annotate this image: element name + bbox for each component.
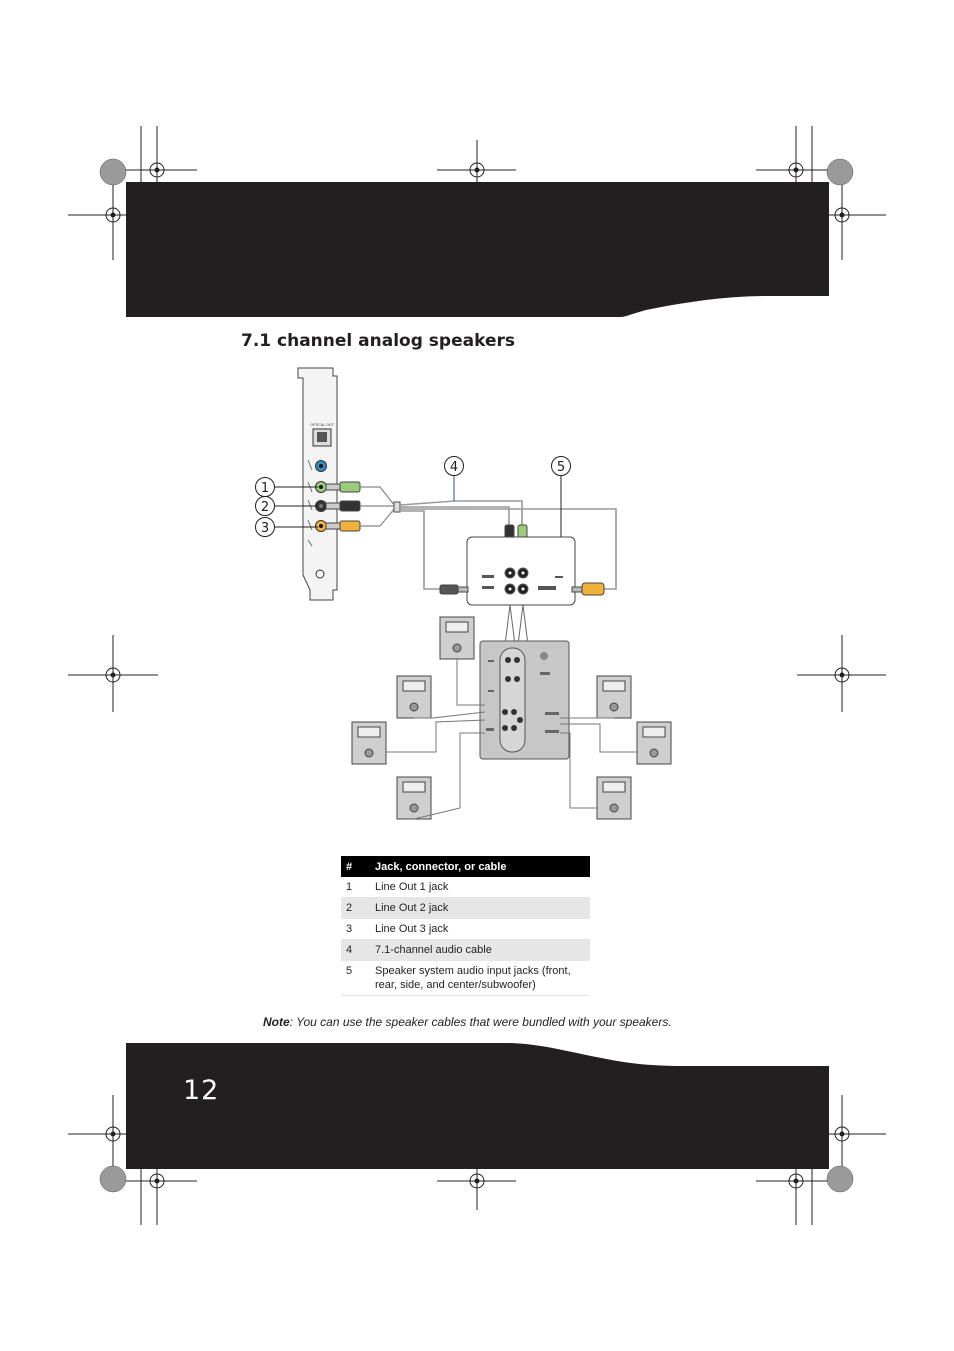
section-title: 7.1 channel analog speakers [241,331,515,351]
svg-text:2: 2 [261,500,269,515]
table-row: 1 Line Out 1 jack [341,877,590,898]
jack-blue [315,460,327,472]
table-row: 4 7.1-channel audio cable [341,939,590,961]
row-number: 5 [341,960,371,996]
footer-bar [126,1043,829,1169]
svg-text:3: 3 [261,521,269,536]
subwoofer [479,640,570,760]
speakers [351,616,672,820]
speaker-side-left [351,721,387,765]
target-bottom-right [826,1165,854,1193]
note-text: : You can use the speaker cables that we… [289,1015,672,1029]
header-bar [126,182,829,317]
audio-cable-bundle [360,486,617,590]
row-description: Line Out 3 jack [371,918,590,940]
target-top-right [826,158,854,186]
side-plugs [439,582,605,596]
table-header-number: # [341,856,371,877]
row-number: 3 [341,918,371,940]
note: Note: You can use the speaker cables tha… [263,1015,672,1029]
jack-line-out-1 [315,481,327,493]
callout-1: 1 [255,477,318,497]
table-row: 5 Speaker system audio input jacks (fron… [341,960,590,996]
row-number: 1 [341,877,371,898]
table-row: 3 Line Out 3 jack [341,918,590,940]
row-number: 4 [341,939,371,961]
speaker-side-right [636,721,672,765]
jack-line-out-2 [315,500,327,512]
target-top-left [99,158,127,186]
page-number: 12 [183,1075,220,1106]
row-number: 2 [341,897,371,919]
speaker-input-panel [466,536,576,646]
callout-3: 3 [255,517,318,537]
callout-4: 4 [444,456,464,501]
speaker-center [439,616,475,660]
row-description: Line Out 1 jack [371,877,590,898]
speaker-front-left [396,675,432,719]
table-row: 2 Line Out 2 jack [341,897,590,919]
registration-mark-left-mid [68,635,158,712]
row-description: Speaker system audio input jacks (front,… [371,960,590,996]
speaker-front-right [596,675,632,719]
speaker-rear-right [596,776,632,820]
card-label: OPTICAL OUT [310,423,334,427]
callout-5: 5 [551,456,571,573]
jack-legend-table: # Jack, connector, or cable 1 Line Out 1… [341,856,590,996]
jack-line-out-3 [315,520,327,532]
input-plugs [504,524,528,556]
optical-out-port [312,428,332,447]
table-header-description: Jack, connector, or cable [371,856,590,877]
target-bottom-left [99,1165,127,1193]
svg-text:5: 5 [557,460,565,475]
note-label: Note [263,1015,290,1029]
row-description: Line Out 2 jack [371,897,590,919]
registration-mark-right-mid [797,635,886,712]
table-header-row: # Jack, connector, or cable [341,856,590,877]
svg-text:4: 4 [450,460,458,475]
row-description: 7.1-channel audio cable [371,939,590,961]
card-plugs [325,481,361,532]
speaker-rear-left [396,776,432,820]
svg-text:1: 1 [261,481,269,496]
speaker-wires [386,659,637,820]
callout-2: 2 [255,496,318,516]
sound-card-bracket: OPTICAL OUT [297,367,338,601]
